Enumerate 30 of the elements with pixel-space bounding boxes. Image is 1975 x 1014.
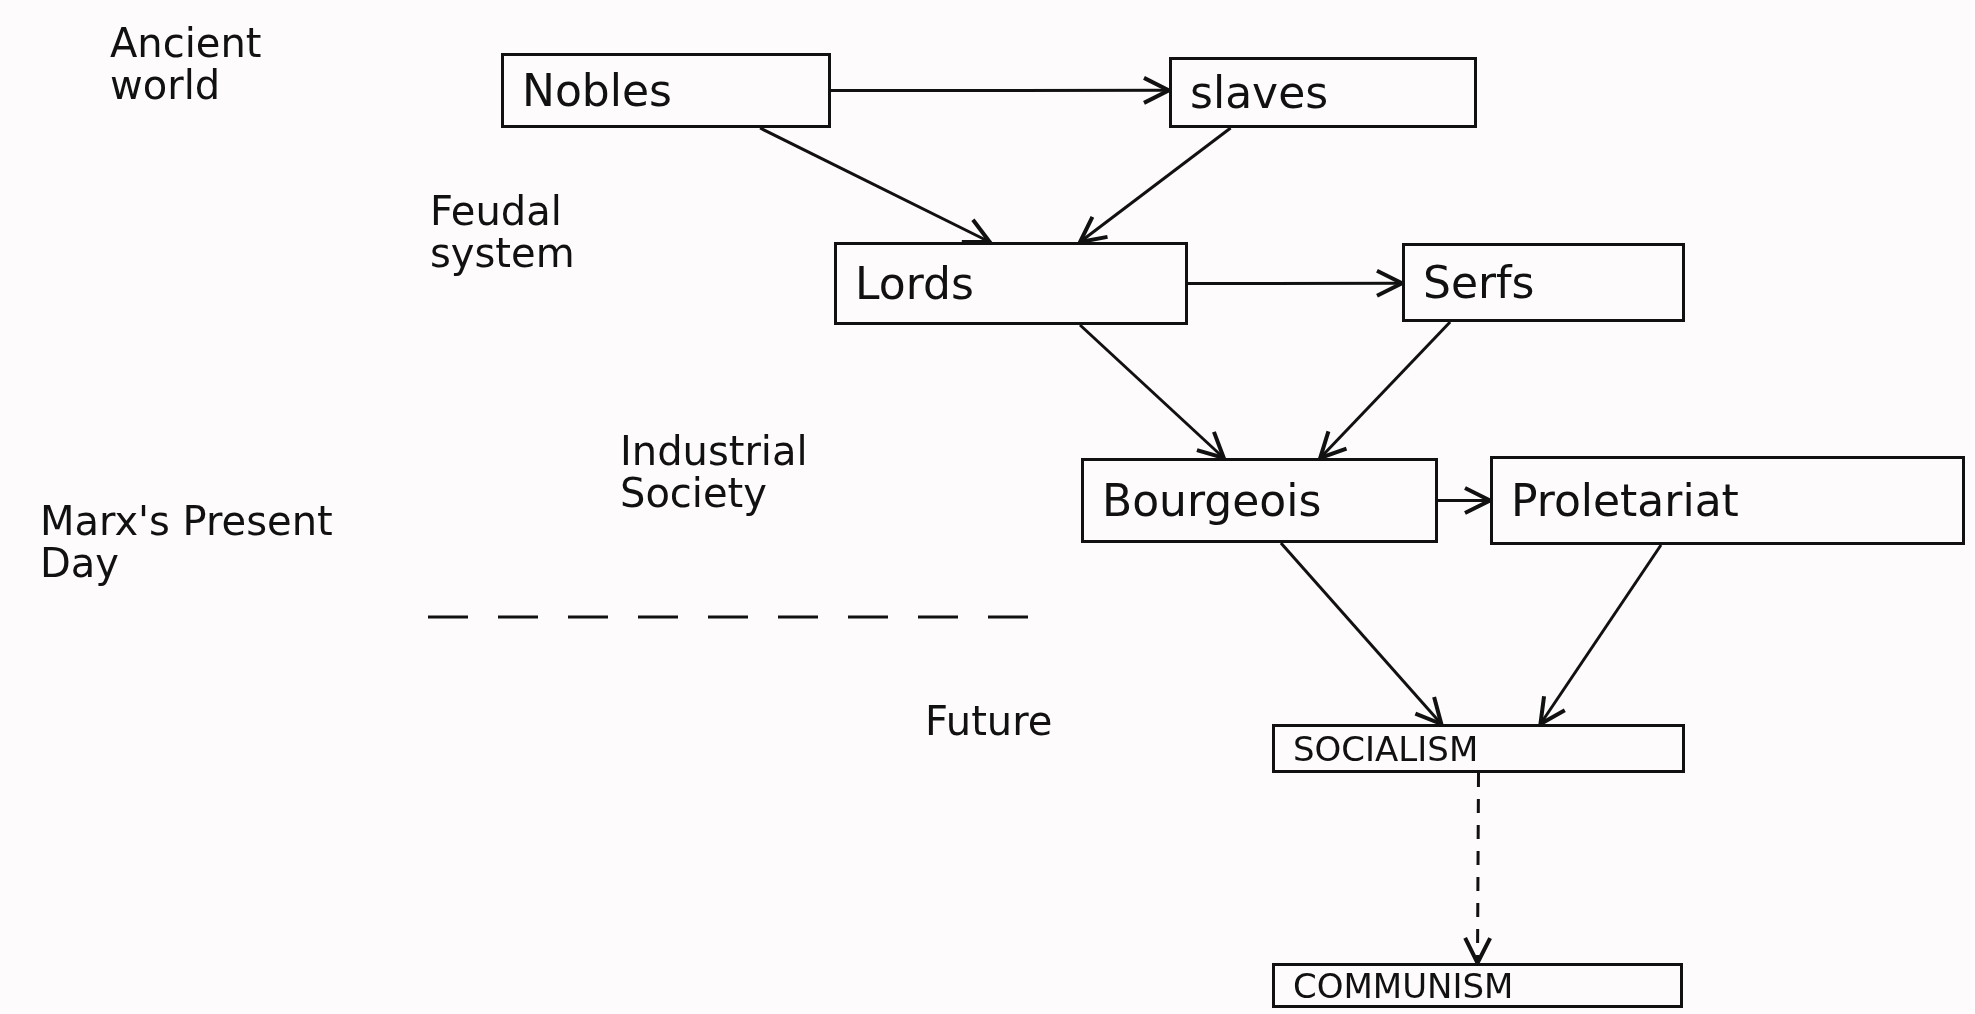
arrow <box>1438 486 1492 515</box>
box <box>1169 57 1477 128</box>
box-label: COMMUNISM <box>1293 965 1514 1006</box>
box <box>501 53 831 128</box>
arrow <box>1463 773 1493 965</box>
box-label: Proletariat <box>1511 475 1739 526</box>
box <box>1402 243 1685 322</box>
box <box>834 242 1188 325</box>
arrow <box>831 75 1171 105</box>
era-label: Marx's Present Day <box>40 500 334 584</box>
box-label: Nobles <box>522 65 672 116</box>
box-label: slaves <box>1190 67 1329 118</box>
era-label: Future <box>925 700 1054 742</box>
arrow <box>1318 320 1452 460</box>
box-label: Lords <box>855 258 974 309</box>
box <box>1081 458 1438 543</box>
box-label: Serfs <box>1423 257 1535 308</box>
era-label: Feudal system <box>430 190 576 274</box>
box-label: Bourgeois <box>1102 475 1322 526</box>
box-label: SOCIALISM <box>1293 728 1479 769</box>
box <box>1272 963 1683 1008</box>
box <box>1490 456 1965 545</box>
arrow <box>1279 542 1444 726</box>
arrow <box>1188 268 1404 298</box>
era-label: Ancient world <box>110 22 263 106</box>
arrow <box>1079 323 1226 460</box>
arrow <box>1078 126 1232 244</box>
box <box>1272 724 1685 773</box>
era-label: Industrial Society <box>620 430 809 514</box>
arrow <box>1538 544 1663 726</box>
